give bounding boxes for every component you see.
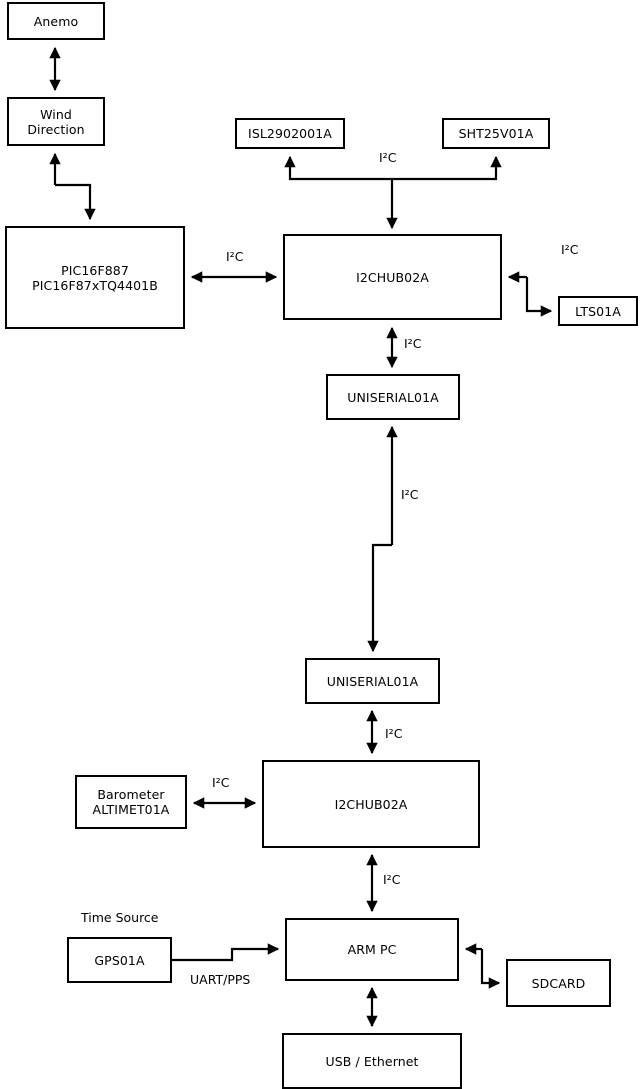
edge-label-i2c-uniserial-link: I²C <box>401 487 419 502</box>
node-sht25v01a[interactable]: SHT25V01A <box>442 118 550 149</box>
edge-label-i2c-sensors-top: I²C <box>379 150 397 165</box>
edge-hub-lts-out <box>525 277 553 317</box>
edge-label-i2c-pic-hub: I²C <box>226 249 244 264</box>
node-sdcard[interactable]: SDCARD <box>506 959 611 1007</box>
node-barometer-altimet01a[interactable]: Barometer ALTIMET01A <box>75 775 187 829</box>
node-uniserial01a-upper[interactable]: UNISERIAL01A <box>326 374 460 420</box>
edge-label-i2c-uniserial-hub2: I²C <box>385 726 403 741</box>
node-usb-ethernet[interactable]: USB / Ethernet <box>282 1033 462 1089</box>
edge-label-i2c-hub-lts: I²C <box>561 242 579 257</box>
edge-label-i2c-hub-uniserial: I²C <box>404 336 422 351</box>
node-i2chub02a-bottom[interactable]: I2CHUB02A <box>262 760 480 848</box>
node-anemo[interactable]: Anemo <box>7 2 105 40</box>
edge-label-uart-pps: UART/PPS <box>190 972 251 987</box>
edge-arm-sdcard-out <box>480 949 501 989</box>
node-wind-direction[interactable]: Wind Direction <box>7 97 105 146</box>
node-pic-microcontroller[interactable]: PIC16F887 PIC16F87xTQ4401B <box>5 226 185 329</box>
edge-label-i2c-hub2-armpc: I²C <box>383 872 401 887</box>
edge-label-i2c-barometer-hub2: I²C <box>212 775 230 790</box>
node-uniserial01a-lower[interactable]: UNISERIAL01A <box>305 658 440 704</box>
node-lts01a[interactable]: LTS01A <box>558 296 638 326</box>
edge-hub-bus-isl <box>284 155 392 181</box>
edge-uni-uni-elbow <box>367 543 392 653</box>
node-gps01a[interactable]: GPS01A <box>67 937 172 983</box>
label-time-source: Time Source <box>81 910 159 925</box>
edge-hub-bus-sht <box>392 155 502 181</box>
node-isl2902001a[interactable]: ISL2902001A <box>235 118 345 149</box>
node-arm-pc[interactable]: ARM PC <box>285 918 459 981</box>
edge-pic-wind-elbow <box>55 183 96 221</box>
node-i2chub02a-top[interactable]: I2CHUB02A <box>283 234 502 320</box>
edge-gps-arm <box>172 943 280 962</box>
